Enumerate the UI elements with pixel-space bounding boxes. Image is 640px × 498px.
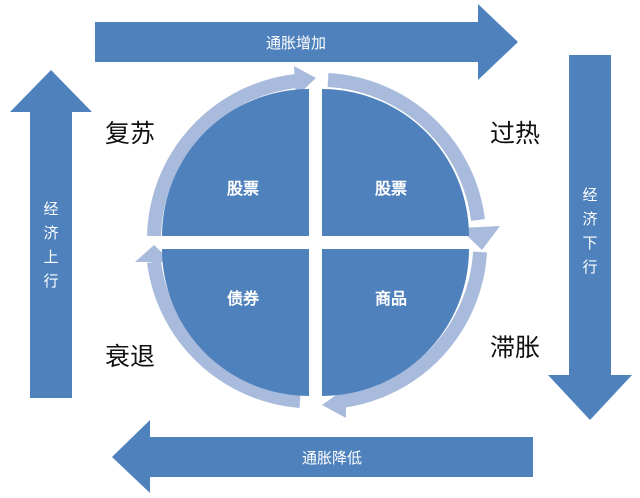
right-arrow-label-3: 下 xyxy=(582,234,597,252)
right-arrow-label-2: 济 xyxy=(582,210,597,228)
right-arrow-label-1: 经 xyxy=(582,186,597,204)
bottom-arrow-label: 通胀降低 xyxy=(302,449,362,467)
top-arrow-label: 通胀增加 xyxy=(266,34,326,52)
quadrant-label-bottom-left: 债券 xyxy=(227,289,260,308)
top-arrow xyxy=(95,4,518,80)
left-arrow-label-4: 行 xyxy=(43,272,58,290)
left-arrow-label-2: 济 xyxy=(43,224,58,242)
quadrant-bottom-left xyxy=(162,249,309,396)
quadrant-bottom-right xyxy=(322,249,469,396)
left-arrow-label-1: 经 xyxy=(43,200,58,218)
ring-arc-top-right xyxy=(327,73,485,221)
phase-label-overheat: 过热 xyxy=(490,119,540,148)
right-arrow xyxy=(548,55,632,420)
ring-arrowhead-top-left xyxy=(294,66,316,97)
ring-arc-bottom-left xyxy=(147,261,301,408)
bottom-arrow xyxy=(112,420,533,493)
quadrant-label-bottom-right: 商品 xyxy=(375,289,407,308)
quadrant-label-top-left: 股票 xyxy=(227,179,259,198)
ring-arc-bottom-right xyxy=(341,251,487,408)
ring-arrowhead-top-right xyxy=(459,226,500,250)
quadrant-top-right xyxy=(322,89,469,236)
quadrant-top-left xyxy=(162,89,309,236)
right-arrow-label-4: 行 xyxy=(582,258,597,276)
ring-arc-top-left xyxy=(147,74,297,237)
left-arrow xyxy=(10,70,92,398)
quadrant-label-top-right: 股票 xyxy=(375,179,407,198)
ring-arrowhead-bottom-right xyxy=(322,388,346,418)
phase-label-stagflation: 滞胀 xyxy=(490,333,540,362)
phase-label-recovery: 复苏 xyxy=(105,119,155,148)
left-arrow-label-3: 上 xyxy=(43,248,58,266)
phase-label-recession: 衰退 xyxy=(105,342,155,371)
